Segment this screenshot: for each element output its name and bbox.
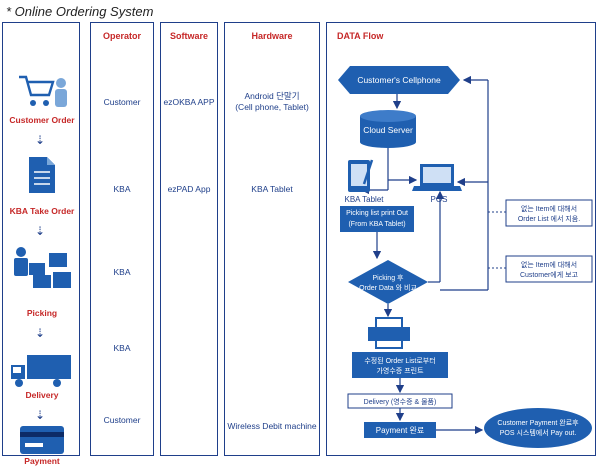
note-remove-item [505,199,593,227]
final-line1: Customer Payment 완료후 [497,419,579,427]
arrow-down-icon: ⇣ [35,133,46,147]
picking-print-line2: (From KBA Tablet) [348,221,405,228]
operator-cell: KBA [113,267,131,277]
card-icon [20,426,64,454]
reprint-line2: 가영수증 프린트 [376,366,424,375]
payment-node [364,422,436,438]
compare-line2: Order Data 와 비교 [359,283,417,292]
operator-cell: KBA [113,343,131,353]
hardware-cell: Wireless Debit machine [227,421,317,431]
operator-cell: KBA [113,184,131,194]
payment-label: Payment 완료 [376,426,425,435]
picking-print-line1: Picking list print Out [346,210,408,217]
software-cell: ezOKBA APP [163,97,215,107]
hardware-header: Hardware [251,31,293,41]
reprint-line1: 수정된 Order List로부터 [364,356,435,365]
page-title: * Online Ordering System [6,4,154,19]
compare-decision-node [348,260,428,304]
note2-line2: Customer에게 보고 [520,270,579,279]
boxes-icon [14,247,71,288]
arrow-down-icon: ⇣ [35,408,46,422]
hardware-cell: KBA Tablet [251,184,293,194]
cart-icon [19,75,67,107]
hardware-column: Hardware Android 단말기 (Cell phone, Tablet… [224,22,320,456]
delivery-label: Delivery (영수증 & 물품) [364,397,437,406]
operator-header: Operator [102,31,141,41]
operator-cell: Customer [103,97,141,107]
laptop-icon [412,164,462,191]
step-label-customer-order: Customer Order [9,115,75,125]
software-cell: ezPAD App [167,184,211,194]
steps-column: Customer Order ⇣ KBA Take Order ⇣ Pickin… [2,22,80,466]
cellphone-node [338,66,460,94]
tablet-icon [348,159,374,192]
software-column: Software ezOKBA APP ezPAD App [160,22,218,456]
note1-line2: Order List 에서 지움. [518,214,580,223]
reprint-node [352,352,448,378]
dataflow-column: DATA Flow [326,22,596,456]
operator-column: Operator Customer KBA KBA KBA Customer [90,22,154,456]
step-label-kba-take-order: KBA Take Order [9,206,75,216]
operator-cell: Customer [103,415,141,425]
kba-tablet-label: KBA Tablet [345,195,385,204]
note2-line1: 없는 Item에 대해서 [521,260,577,269]
arrow-down-icon: ⇣ [35,224,46,238]
picking-print-node [340,206,414,232]
note-report-customer [505,255,593,283]
step-label-picking: Picking [26,308,58,318]
final-node [484,408,592,448]
cloud-server-label: Cloud Server [363,125,413,135]
cellphone-label: Customer's Cellphone [357,75,441,85]
hardware-cell: Android 단말기 (Cell phone, Tablet) [235,91,309,112]
truck-icon [11,355,71,387]
document-icon [29,157,55,193]
software-header: Software [169,31,208,41]
note1-line1: 없는 Item에 대해서 [521,204,577,213]
pos-label: POS [431,195,448,204]
dataflow-header: DATA Flow [337,31,384,41]
final-line2: POS 시스템에서 Pay out. [500,428,577,437]
arrow-down-icon: ⇣ [35,326,46,340]
cloud-server-node [360,110,416,148]
step-label-delivery: Delivery [25,390,59,400]
printer-icon [368,317,410,349]
compare-line1: Picking 후 [373,274,405,282]
